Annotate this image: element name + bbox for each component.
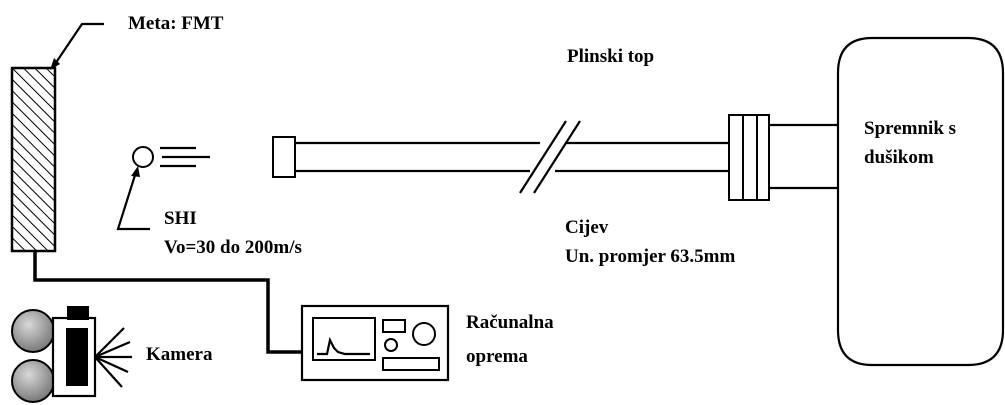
camera-label: Kamera: [146, 344, 213, 365]
signal-cable: [33, 251, 302, 354]
target-leader-line: [50, 22, 104, 70]
computer-equipment: [300, 304, 450, 382]
projectile-leader-line: [116, 166, 150, 231]
tank-label-2: dušikom: [864, 147, 934, 168]
projectile-label: SHI: [164, 208, 197, 229]
barrel: [272, 120, 729, 194]
barrel-flange: [728, 114, 770, 201]
gun-label: Plinski top: [567, 46, 654, 67]
barrel-label: Cijev: [565, 217, 609, 238]
computer-label-2: oprema: [466, 346, 528, 367]
target-label: Meta: FMT: [128, 13, 224, 34]
tank-label: Spremnik s: [864, 118, 956, 139]
target-fmt: [10, 66, 57, 253]
nitrogen-tank: [836, 36, 1005, 367]
camera-icon: [11, 306, 132, 403]
velocity-label: Vo=30 do 200m/s: [164, 237, 302, 258]
barrel-diameter-label: Un. promjer 63.5mm: [565, 246, 735, 267]
tank-connector: [769, 123, 838, 190]
projectile-icon: [132, 146, 210, 168]
computer-label: Računalna: [466, 312, 554, 333]
